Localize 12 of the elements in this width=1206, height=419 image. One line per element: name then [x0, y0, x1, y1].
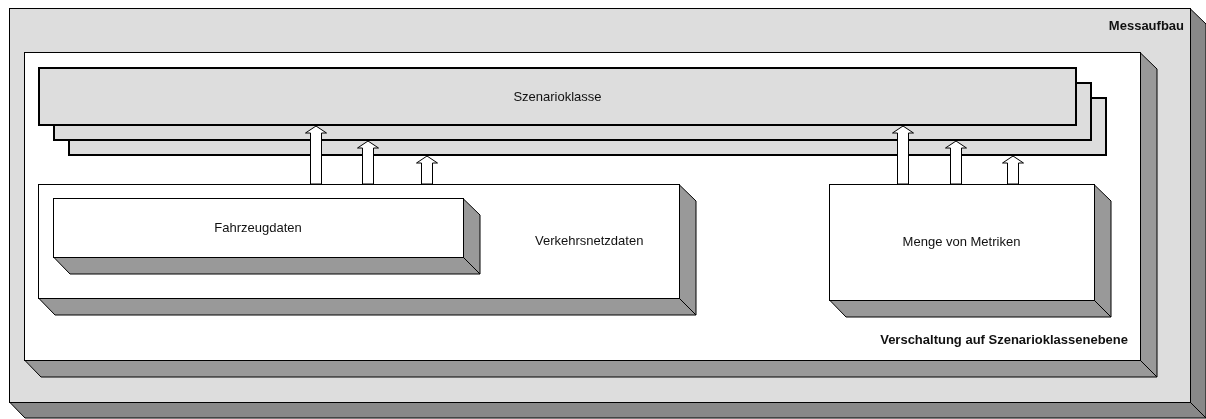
box-label: Verkehrsnetzdaten	[535, 233, 644, 249]
block-arrow	[416, 155, 438, 185]
block-arrow	[305, 125, 327, 185]
box-label: Szenarioklasse	[512, 88, 603, 105]
panel-title: Verschaltung auf Szenarioklassenebene	[880, 332, 1128, 348]
box-label: Menge von Metriken	[901, 234, 1022, 250]
panel-title: Messaufbau	[1108, 18, 1184, 34]
box-label: Fahrzeugdaten	[213, 219, 303, 236]
block-arrow	[892, 125, 914, 185]
block-arrow	[357, 140, 379, 185]
block-arrow	[945, 140, 967, 185]
block-arrow	[1002, 155, 1024, 185]
